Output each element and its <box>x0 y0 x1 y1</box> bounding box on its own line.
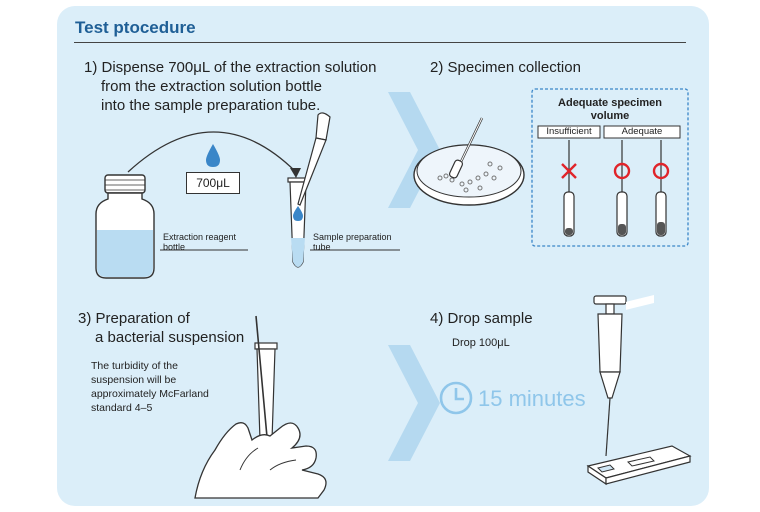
timer-text: 15 minutes <box>478 386 586 411</box>
box-title: Adequate specimen volume <box>540 97 680 123</box>
step1-line1: 1) Dispense 700μL of the extraction solu… <box>84 59 377 76</box>
loop-adequate-2 <box>655 140 667 237</box>
test-cassette <box>586 294 692 486</box>
bottle-label-2: bottle <box>163 242 186 252</box>
adequate-tag: Adequate <box>621 126 663 137</box>
box-title-line2: volume <box>590 110 630 122</box>
tube-label-2: tube <box>313 242 331 252</box>
droplet-icon <box>206 144 220 167</box>
next-arrow-bottom <box>388 345 440 461</box>
volume-label: 700μL <box>186 172 240 194</box>
transfer-arc <box>127 131 297 173</box>
sample-tube <box>287 177 309 268</box>
tube-label-1: Sample preparation <box>313 232 392 242</box>
insufficient-tag: Insufficient <box>546 126 592 137</box>
step3-line2: a bacterial suspension <box>95 329 245 346</box>
next-arrow-top <box>388 92 440 208</box>
extraction-bottle <box>95 174 155 279</box>
step2-heading: 2) Specimen collection <box>430 59 581 76</box>
step1-line2: from the extraction solution bottle <box>101 78 322 95</box>
step1-line3: into the sample preparation tube. <box>101 97 321 114</box>
loop-stick <box>255 315 269 449</box>
petri-dish <box>413 144 525 206</box>
pipette-tip <box>297 112 331 206</box>
turbidity-note-4: standard 4–5 <box>91 402 153 414</box>
swab-loop <box>448 117 484 179</box>
turbidity-note-3: approximately McFarland <box>91 388 209 400</box>
adequate-volume-box <box>531 88 689 247</box>
loop-adequate-1 <box>616 140 628 237</box>
title-divider <box>74 42 686 43</box>
step4-heading: 4) Drop sample <box>430 310 533 327</box>
turbidity-note-2: suspension will be <box>91 374 177 386</box>
circle-mark-icon-2 <box>652 162 670 180</box>
circle-mark-icon <box>613 162 631 180</box>
cross-mark-icon <box>561 163 577 179</box>
loop-insufficient <box>563 140 575 237</box>
micropipette <box>593 295 627 457</box>
clock-icon <box>439 381 473 415</box>
gloved-hand <box>194 422 327 499</box>
turbidity-note-1: The turbidity of the <box>91 360 178 372</box>
box-title-line1: Adequate specimen <box>558 97 662 109</box>
drop-volume-label: Drop 100μL <box>452 337 510 349</box>
bottle-label-1: Extraction reagent <box>163 232 237 242</box>
page-title: Test ptocedure <box>75 18 196 37</box>
step3-line1: 3) Preparation of <box>78 310 190 327</box>
